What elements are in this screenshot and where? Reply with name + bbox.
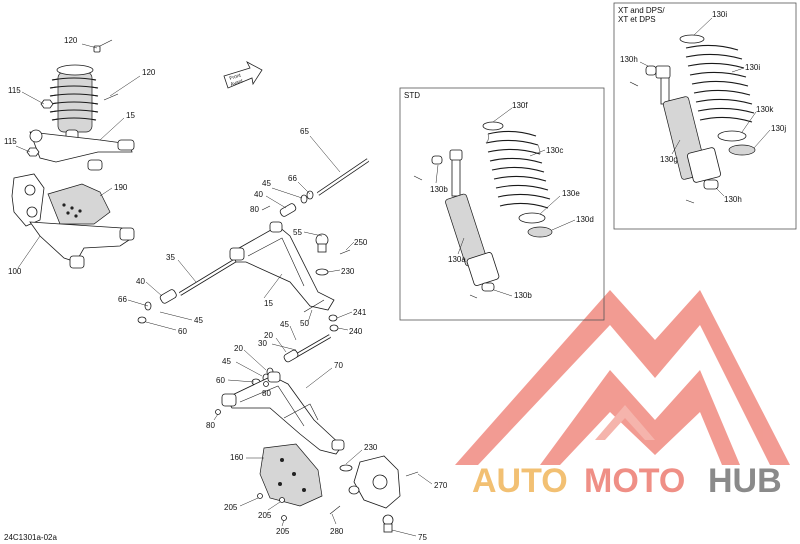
- std-shock-box: STD 130f 130c 130b 130e 130d: [399, 87, 605, 321]
- callout-40-left: 40: [136, 277, 145, 286]
- xt-coil-spring: [679, 34, 756, 156]
- callout-80-lower-right: 80: [262, 389, 271, 398]
- callout-130e: 130e: [562, 189, 580, 198]
- std-coil-spring: [482, 121, 553, 238]
- callout-45-left: 45: [194, 316, 203, 325]
- figure-code: 24C1301a-02a: [4, 533, 57, 542]
- upper-a-arm-exploded: [137, 158, 370, 332]
- callout-130d: 130d: [576, 215, 594, 224]
- callout-45-lower: 45: [280, 320, 289, 329]
- callout-130b-bottom: 130b: [514, 291, 532, 300]
- assembled-suspension: [11, 39, 135, 269]
- callout-240: 240: [349, 327, 363, 336]
- callout-45-top: 45: [262, 179, 271, 188]
- callout-15-exploded: 15: [264, 299, 273, 308]
- callout-115-bottom: 115: [4, 137, 17, 146]
- watermark-mountain-outer: [455, 290, 790, 465]
- callout-35: 35: [166, 253, 175, 262]
- callout-60-left: 60: [178, 327, 187, 336]
- callout-130g: 130g: [660, 155, 678, 164]
- lower-a-arm-exploded: [215, 334, 419, 533]
- callout-65: 65: [300, 127, 309, 136]
- callout-130i-top: 130i: [712, 10, 727, 19]
- xt-box-label-line1: XT and DPS/: [618, 6, 665, 15]
- callout-230-lower: 230: [364, 443, 378, 452]
- callout-66-top: 66: [288, 174, 297, 183]
- callout-100: 100: [8, 267, 22, 276]
- xt-dps-shock-box: XT and DPS/ XT et DPS 130i 130h 130i 130…: [613, 2, 797, 230]
- direction-label-line2: Avant: [230, 78, 245, 88]
- callout-20-right: 20: [264, 331, 273, 340]
- callout-120-top: 120: [64, 36, 78, 45]
- callout-70: 70: [334, 361, 343, 370]
- callout-130k: 130k: [756, 105, 774, 114]
- callout-75: 75: [418, 533, 427, 542]
- std-shock-absorber: [413, 149, 500, 299]
- callout-230-upper: 230: [341, 267, 355, 276]
- callout-130h-top: 130h: [620, 55, 638, 64]
- std-box-label: STD: [404, 91, 420, 100]
- callout-55: 55: [293, 228, 302, 237]
- callout-130f: 130f: [512, 101, 528, 110]
- callout-115-top: 115: [8, 86, 21, 95]
- callout-130h-bottom: 130h: [724, 195, 742, 204]
- callout-80-top: 80: [250, 205, 259, 214]
- callout-120-right: 120: [142, 68, 156, 77]
- watermark-logo: [455, 290, 790, 465]
- callout-270: 270: [434, 481, 448, 490]
- watermark-moto: MOTO: [584, 462, 685, 500]
- callout-130i-mid: 130i: [745, 63, 760, 72]
- callout-241: 241: [353, 308, 367, 317]
- watermark-hub: HUB: [708, 462, 782, 500]
- callout-40-top: 40: [254, 190, 263, 199]
- callout-205-left: 205: [224, 503, 238, 512]
- callout-280: 280: [330, 527, 344, 536]
- callout-15-assembled: 15: [126, 111, 135, 120]
- callout-205-middle: 205: [258, 511, 272, 520]
- xt-shock-absorber: [629, 65, 721, 204]
- callout-130j: 130j: [771, 124, 786, 133]
- direction-label-line1: Front: [229, 72, 243, 82]
- watermark-mountain-inner: [540, 370, 740, 465]
- callout-205-bottom: 205: [276, 527, 290, 536]
- watermark-chevron: [595, 405, 655, 440]
- callout-66-left: 66: [118, 295, 127, 304]
- callout-80-lower-left: 80: [206, 421, 215, 430]
- callout-50: 50: [300, 319, 309, 328]
- xt-box-label-line2: XT et DPS: [618, 15, 656, 24]
- front-direction-arrow: Front Avant: [223, 61, 263, 89]
- watermark-text: AUTO MOTO HUB: [472, 462, 782, 500]
- callout-250: 250: [354, 238, 368, 247]
- callout-45-lower-left: 45: [222, 357, 231, 366]
- callout-190: 190: [114, 183, 128, 192]
- callout-160: 160: [230, 453, 244, 462]
- callout-30: 30: [258, 339, 267, 348]
- callout-60-lower: 60: [216, 376, 225, 385]
- watermark-auto: AUTO: [472, 462, 568, 500]
- callout-130c: 130c: [546, 146, 563, 155]
- callout-130a: 130a: [448, 255, 466, 264]
- callout-130b-top: 130b: [430, 185, 448, 194]
- callout-20-left: 20: [234, 344, 243, 353]
